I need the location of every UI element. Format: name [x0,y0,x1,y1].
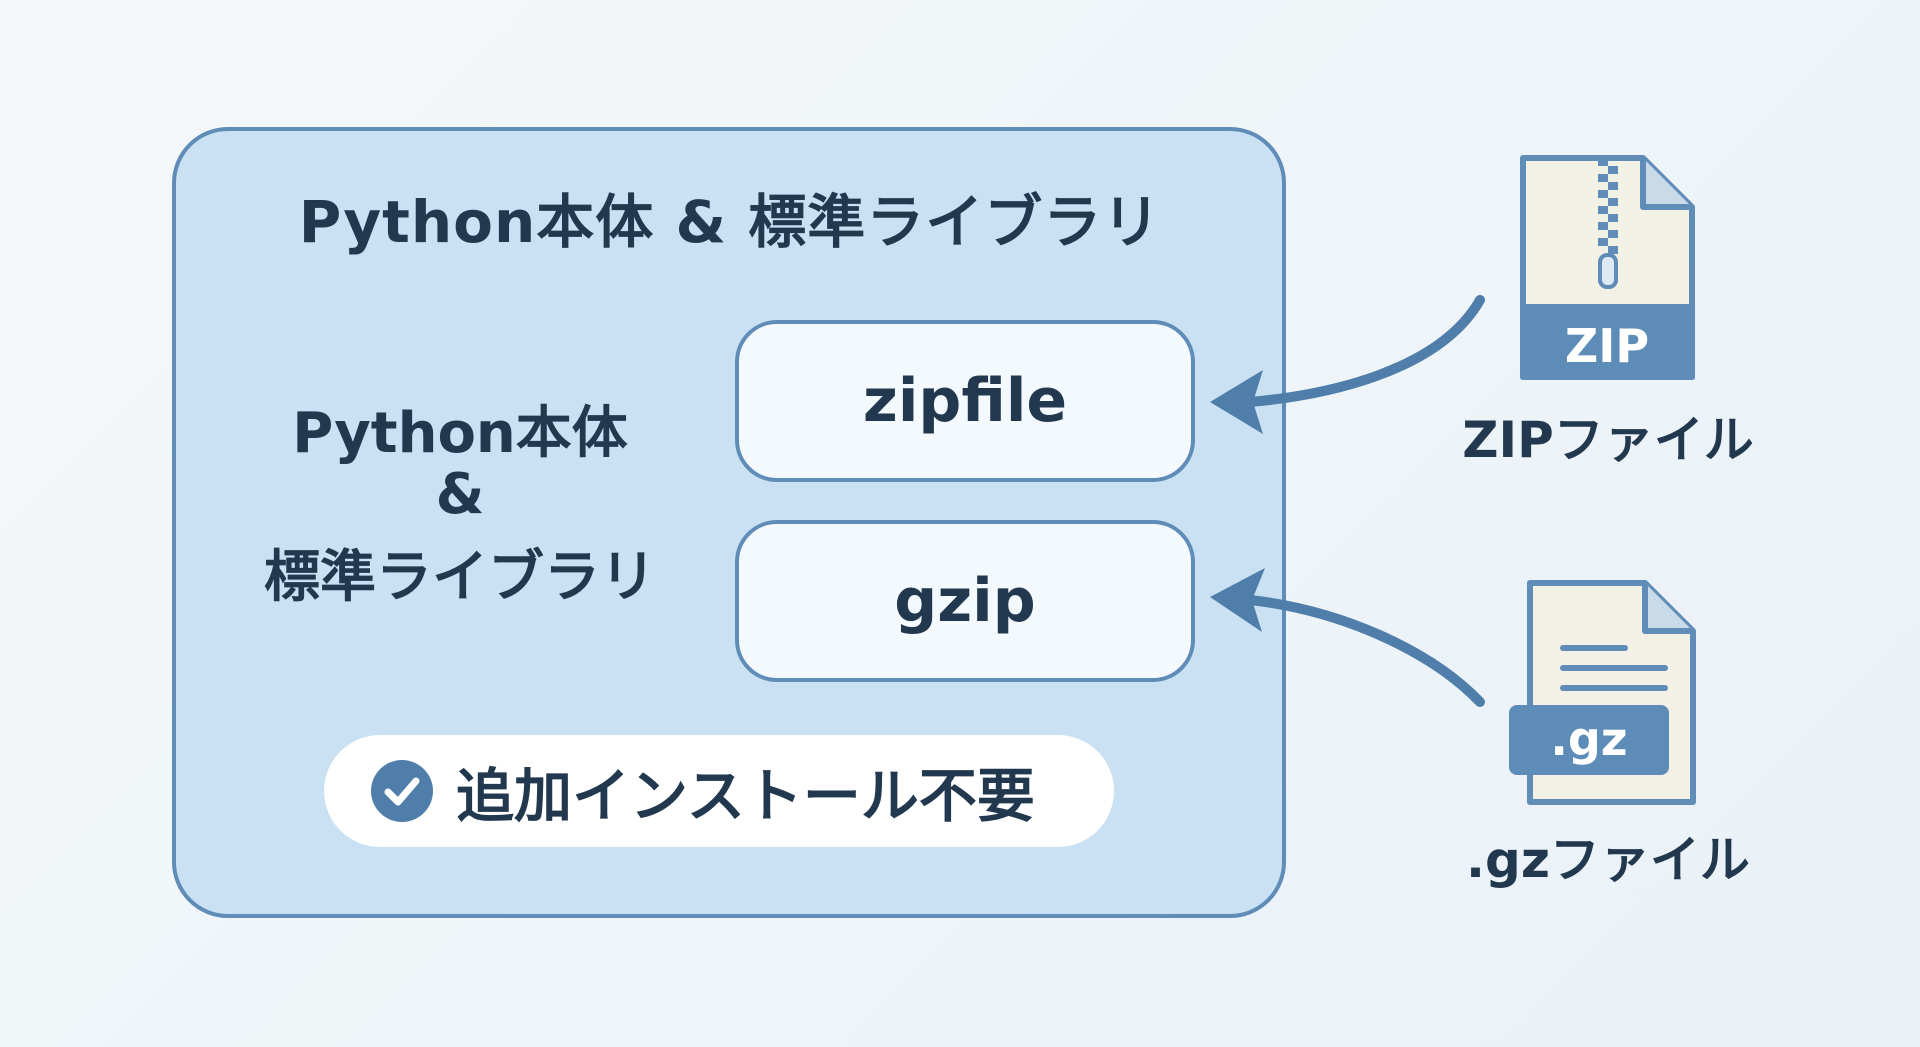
no-install-badge: 追加インストール不要 [324,735,1114,847]
zip-file-label: ZIPファイル [1462,411,1754,469]
panel-title: Python本体 & 標準ライブラリ [298,188,1162,256]
side-label-line1: Python本体 [292,401,628,466]
gz-to-gzip-arrow [1245,595,1485,707]
side-label-line2: & [435,462,485,527]
gz-file-label: .gzファイル [1466,831,1750,889]
zip-to-zipfile-arrow [1245,295,1485,407]
side-label-line3: 標準ライブラリ [264,545,656,610]
module-box-zipfile: zipfile [735,320,1195,482]
module-box-gzip: gzip [735,520,1195,682]
check-circle-icon [371,760,433,822]
zip-arrowhead [1210,370,1263,434]
badge-text: 追加インストール不要 [456,762,1035,830]
gz-file-icon: .gz [1509,580,1696,805]
zip-icon-text: ZIP [1565,319,1649,373]
gz-arrowhead [1210,568,1265,632]
gz-icon-text: .gz [1550,712,1627,766]
zip-file-icon: ZIP [1520,155,1695,380]
